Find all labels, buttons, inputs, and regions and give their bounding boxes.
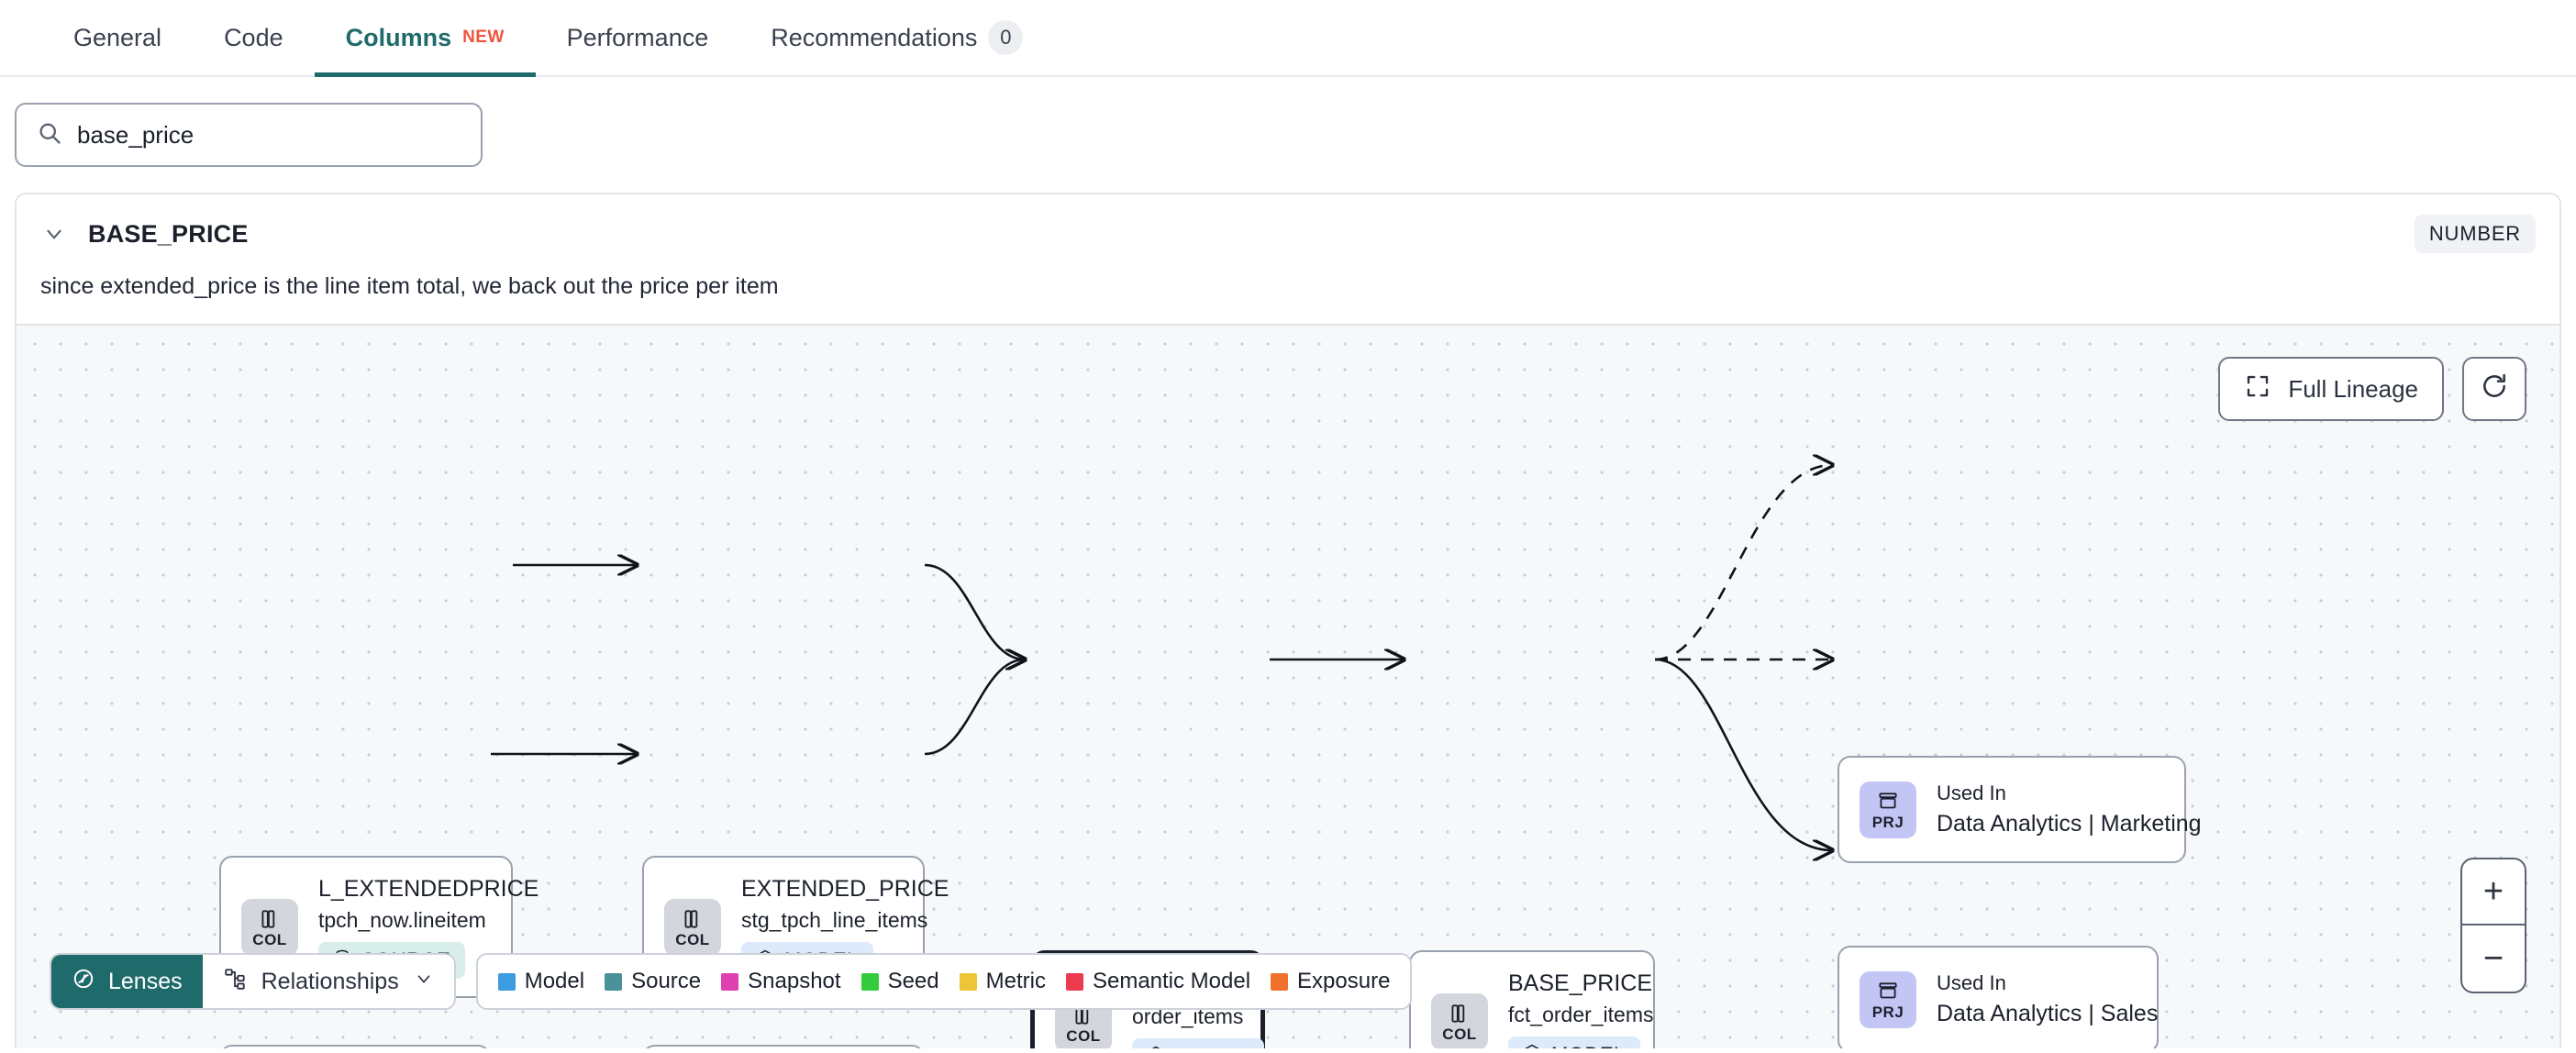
tab-new-badge: NEW [462, 28, 505, 47]
zoom-controls[interactable]: + − [2460, 858, 2526, 993]
lens-icon [72, 967, 95, 997]
zoom-out-button[interactable]: − [2482, 939, 2504, 978]
lineage-node-base-price-fct-order-items[interactable]: COL BASE_PRICE fct_order_items MODEL [1409, 950, 1655, 1048]
lenses-button[interactable]: Lenses [51, 955, 203, 1008]
project-name: Data Analytics | Marketing [1937, 811, 2202, 837]
column-card-header: BASE_PRICE NUMBER [17, 194, 2559, 262]
full-lineage-label: Full Lineage [2288, 374, 2418, 403]
tab-label: General [73, 23, 162, 51]
legend-label: Model [524, 969, 585, 993]
project-icon: PRJ [1860, 970, 1916, 1028]
search-icon [37, 120, 62, 150]
lineage-canvas[interactable]: COL L_EXTENDEDPRICE tpch_now.lineitem SO… [15, 324, 2561, 1048]
lineage-node-project-sales[interactable]: PRJ Used In Data Analytics | Sales [1838, 946, 2159, 1048]
node-name: BASE_PRICE [1508, 970, 1653, 996]
node-subtitle: stg_tpch_line_items [741, 907, 928, 932]
project-icon: PRJ [1860, 781, 1916, 838]
legend-label: Seed [887, 969, 939, 993]
legend-swatch [959, 972, 977, 991]
node-text: Used In Data Analytics | Sales [1937, 971, 2159, 1027]
node-name: EXTENDED_PRICE [741, 875, 949, 902]
zoom-in-button[interactable]: + [2462, 859, 2525, 926]
project-icon-label: PRJ [1871, 1003, 1904, 1021]
legend: Model Source Snapshot Seed Metric Semant… [475, 953, 1413, 1010]
chevron-down-icon[interactable] [40, 220, 68, 248]
search-box[interactable] [15, 103, 483, 167]
legend-item-metric: Metric [959, 969, 1046, 994]
used-in-label: Used In [1937, 781, 2006, 804]
node-type-label: MODEL [1175, 1045, 1249, 1048]
node-text: BASE_PRICE fct_order_items MODEL [1508, 970, 1654, 1048]
tab-columns[interactable]: Columns NEW [314, 0, 536, 77]
recommendations-count-badge: 0 [988, 20, 1024, 55]
legend-item-seed: Seed [861, 969, 939, 994]
tab-bar: General Code Columns NEW Performance Rec… [0, 0, 2576, 77]
legend-item-model: Model [497, 969, 585, 994]
relationships-dropdown[interactable]: Relationships [203, 955, 454, 1008]
column-icon-label: COL [1442, 1025, 1477, 1043]
tab-label: Columns [345, 23, 452, 51]
legend-swatch [721, 972, 739, 991]
legend-swatch [861, 972, 879, 991]
legend-label: Source [631, 969, 702, 993]
column-icon-label: COL [1066, 1027, 1101, 1045]
expand-icon [2244, 372, 2271, 406]
column-type-badge: NUMBER [2414, 215, 2536, 253]
relationships-label: Relationships [261, 968, 399, 994]
relationships-icon [223, 967, 247, 997]
tab-label: Recommendations [771, 23, 978, 51]
legend-item-source: Source [605, 969, 701, 994]
column-icon: COL [1431, 992, 1488, 1048]
tab-performance[interactable]: Performance [536, 0, 740, 75]
node-name: L_EXTENDEDPRICE [318, 875, 539, 902]
lenses-label: Lenses [108, 968, 183, 994]
node-subtitle: tpch_now.lineitem [318, 907, 486, 932]
refresh-icon [2480, 371, 2509, 407]
node-type-pill: MODEL [1508, 1036, 1640, 1049]
lineage-node-project-marketing[interactable]: PRJ Used In Data Analytics | Marketing [1838, 756, 2202, 863]
legend-swatch [1065, 972, 1083, 991]
node-subtitle: fct_order_items [1508, 1002, 1654, 1026]
column-icon: COL [664, 898, 721, 956]
search-input[interactable] [77, 120, 461, 150]
page-title: BASE_PRICE [88, 219, 249, 248]
legend-label: Metric [985, 969, 1046, 993]
lineage-node-quantity[interactable]: COL QUANTITY stg_tpch_line_items MODEL [642, 1045, 925, 1048]
refresh-button[interactable] [2462, 357, 2526, 421]
column-description: since extended_price is the line item to… [40, 273, 779, 299]
lenses-group: Lenses Relationships [50, 953, 456, 1010]
full-lineage-button[interactable]: Full Lineage [2218, 357, 2444, 421]
legend-swatch [605, 972, 623, 991]
chevron-down-icon [414, 969, 434, 995]
lineage-node-l-quantity[interactable]: COL L_QUANTITY tpch_now.lineitem SOURCE [219, 1045, 491, 1048]
search-area [0, 77, 2576, 167]
legend-label: Snapshot [748, 969, 841, 993]
column-card: BASE_PRICE NUMBER since extended_price i… [15, 193, 2561, 324]
legend-item-snapshot: Snapshot [721, 969, 841, 994]
project-icon-label: PRJ [1871, 813, 1904, 831]
column-icon: COL [241, 898, 298, 956]
legend-swatch [1271, 972, 1289, 991]
legend-label: Exposure [1297, 969, 1391, 993]
tab-code[interactable]: Code [193, 0, 315, 75]
tab-label: Code [224, 23, 283, 51]
legend-label: Semantic Model [1092, 969, 1251, 993]
tab-general[interactable]: General [42, 0, 193, 75]
tab-label: Performance [566, 23, 709, 51]
canvas-bottom-bar: Lenses Relationships Model [50, 953, 1413, 1010]
cube-icon [1523, 1043, 1541, 1048]
legend-swatch [497, 972, 516, 991]
project-name: Data Analytics | Sales [1937, 1001, 2159, 1026]
cube-icon [1147, 1045, 1165, 1048]
node-type-pill: MODEL [1132, 1038, 1264, 1048]
used-in-label: Used In [1937, 971, 2006, 994]
legend-item-exposure: Exposure [1271, 969, 1390, 994]
column-icon-label: COL [675, 930, 710, 948]
canvas-top-controls: Full Lineage [2218, 357, 2526, 421]
node-text: Used In Data Analytics | Marketing [1937, 781, 2202, 837]
column-icon-label: COL [252, 930, 287, 948]
node-type-label: MODEL [1551, 1043, 1626, 1049]
tab-recommendations[interactable]: Recommendations 0 [739, 0, 1054, 75]
legend-item-semantic-model: Semantic Model [1065, 969, 1251, 994]
